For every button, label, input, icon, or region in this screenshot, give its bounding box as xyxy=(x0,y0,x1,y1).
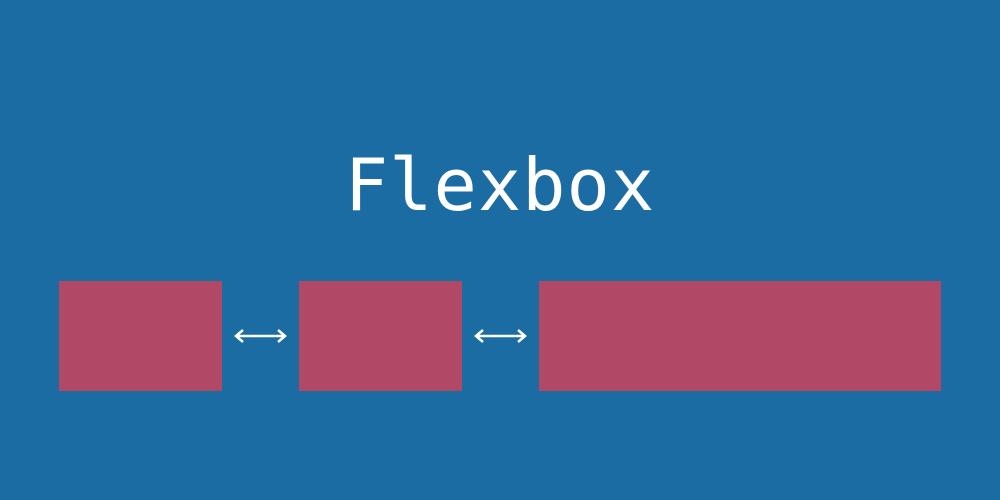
flex-item-1 xyxy=(59,281,222,391)
double-arrow-horizontal-icon xyxy=(474,326,527,346)
double-arrow-horizontal-icon xyxy=(234,326,287,346)
page-title: Flexbox xyxy=(344,143,656,227)
flex-item-3 xyxy=(539,281,941,391)
flex-item-2 xyxy=(299,281,462,391)
